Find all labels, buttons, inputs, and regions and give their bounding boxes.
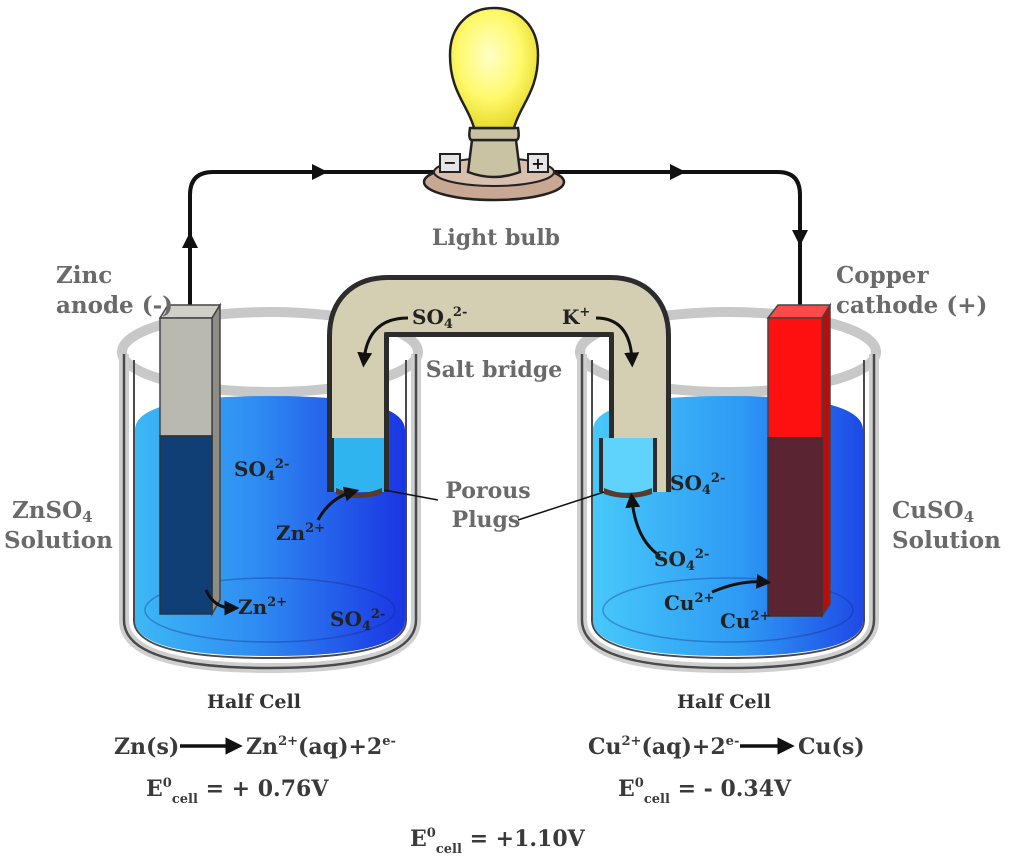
sulfate-flow-arrow-icon <box>357 316 409 368</box>
left-bridge-lower <box>333 438 385 492</box>
right-sulfate-ion-top: SO42- <box>670 471 725 498</box>
copper-cathode-label-line1: Copper <box>836 262 929 289</box>
right-copper-ion-electrode: Cu2+ <box>720 609 770 633</box>
cuso4-label: CuSO4 <box>892 497 974 526</box>
zinc-ion-release-arrow-icon <box>204 589 240 616</box>
half-cell-left-label: Half Cell <box>207 691 301 713</box>
porous-plug-pointer-right <box>517 491 605 521</box>
right-reactant: Cu2+(aq)+2e- <box>588 734 739 760</box>
right-sulfate-ion-middle: SO42- <box>654 547 709 574</box>
right-beaker-rim <box>575 307 881 397</box>
current-arrow-right-icon <box>312 164 328 180</box>
minus-terminal-sign: − <box>443 153 456 172</box>
cuso4-solution-label: Solution <box>892 527 1001 554</box>
bulb-base <box>466 138 522 179</box>
light-bulb-label: Light bulb <box>432 225 560 251</box>
light-bulb: − + <box>422 6 566 202</box>
left-zinc-ion-electrode: Zn2+ <box>238 595 287 619</box>
right-cell-potential: E0cell = - 0.34V <box>618 776 792 807</box>
left-sulfate-ion-bottom: SO42- <box>330 607 385 634</box>
wire-circuit <box>182 164 808 308</box>
zinc-anode-label-line1: Zinc <box>56 262 112 289</box>
bridge-sulfate-label: SO42- <box>412 305 467 332</box>
left-product: Zn2+(aq)+2e- <box>246 734 396 760</box>
potassium-flow-arrow-icon <box>595 316 640 368</box>
zinc-anode-label-line2: anode (-) <box>56 292 173 319</box>
plus-terminal-sign: + <box>531 154 544 173</box>
bulb-glass <box>448 6 540 130</box>
left-reactant: Zn(s) <box>114 734 179 760</box>
left-sulfate-ion-top: SO42- <box>234 457 289 484</box>
salt-bridge-label: Salt bridge <box>426 357 562 383</box>
porous-plugs-label-line1: Porous <box>445 478 530 504</box>
copper-cathode-label-line2: cathode (+) <box>836 292 987 319</box>
sulfate-to-bridge-arrow-icon <box>625 492 661 558</box>
right-product: Cu(s) <box>798 734 865 760</box>
total-cell-potential: E0cell = +1.10V <box>410 826 586 857</box>
right-copper-ion-solution: Cu2+ <box>664 591 714 615</box>
current-arrow-up-icon <box>182 232 198 248</box>
current-arrow-right-icon <box>670 164 686 180</box>
salt-bridge <box>327 275 671 498</box>
current-arrow-down-icon <box>792 230 808 246</box>
porous-plugs-label-line2: Plugs <box>452 507 521 533</box>
left-cell-potential: E0cell = + 0.76V <box>146 776 329 807</box>
half-cell-right-label: Half Cell <box>677 691 771 713</box>
bridge-potassium-label: K+ <box>562 305 590 329</box>
znso4-solution-label: Solution <box>4 527 113 554</box>
bulb-terminal-minus <box>439 153 461 173</box>
zinc-ion-to-bridge-arrow-icon <box>316 486 360 521</box>
left-beaker-rim <box>117 307 423 397</box>
bulb-terminal-plus <box>527 153 549 173</box>
zinc-electrode <box>158 302 222 617</box>
copper-ion-deposit-arrow-icon <box>711 573 772 594</box>
znso4-label: ZnSO4 <box>12 497 93 526</box>
copper-electrode <box>766 302 832 619</box>
porous-plug-pointer-left <box>383 489 439 501</box>
left-zinc-ion-bridge: Zn2+ <box>276 521 325 545</box>
right-bridge-lower <box>602 438 654 492</box>
zinc-submerged <box>159 435 213 615</box>
copper-submerged <box>767 437 823 617</box>
wire-left <box>188 170 440 305</box>
wire-right <box>550 170 802 308</box>
